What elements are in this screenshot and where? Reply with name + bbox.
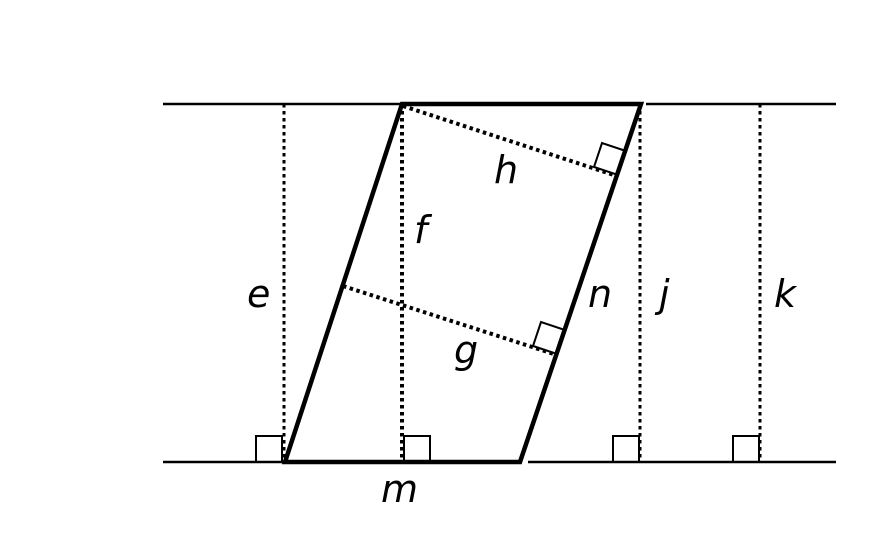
right-angle-mark-h — [592, 141, 628, 177]
height-g — [342, 284, 558, 357]
right-angle-mark-k — [732, 435, 760, 463]
right-angle-mark-f — [403, 435, 431, 463]
label-f: f — [414, 208, 433, 252]
label-h: h — [494, 148, 518, 192]
parallelogram — [281, 101, 645, 465]
right-angle-mark-j — [612, 435, 640, 463]
label-j: j — [654, 272, 670, 316]
height-h — [402, 104, 618, 178]
label-k: k — [774, 272, 798, 316]
label-m: m — [381, 467, 418, 511]
label-g: g — [454, 328, 478, 372]
right-angle-mark-g — [531, 320, 567, 356]
label-e: e — [247, 272, 270, 316]
right-angle-mark-e — [255, 435, 283, 463]
label-n: n — [588, 272, 612, 316]
